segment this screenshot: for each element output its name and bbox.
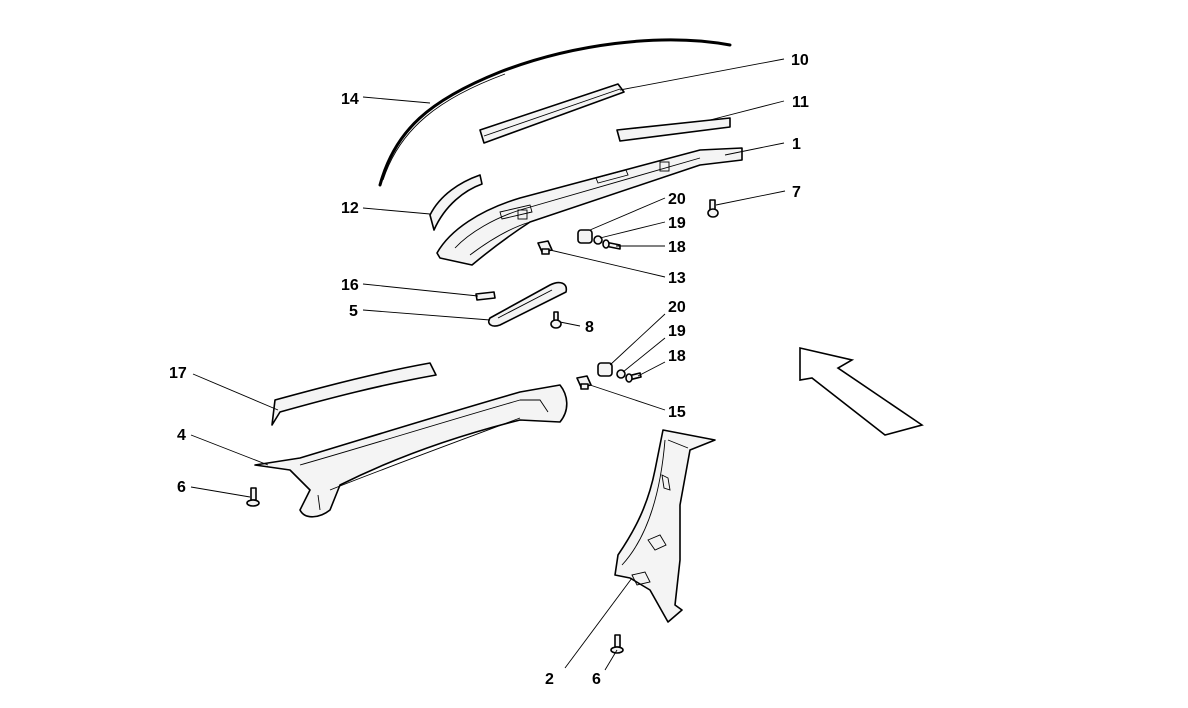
callout-1: 1 [792, 136, 801, 153]
callout-18-upper: 18 [668, 239, 686, 256]
callout-15: 15 [668, 404, 686, 421]
callout-19-lower: 19 [668, 323, 686, 340]
callout-2: 2 [545, 671, 554, 688]
callout-18-lower: 18 [668, 348, 686, 365]
callout-5: 5 [349, 303, 358, 320]
callout-7: 7 [792, 184, 801, 201]
part-20-upper-spacer[interactable] [577, 229, 593, 244]
callout-10: 10 [791, 52, 809, 69]
part-15-clip[interactable] [576, 375, 592, 390]
callout-19-upper: 19 [668, 215, 686, 232]
part-12-curved-strip[interactable] [429, 174, 483, 231]
part-11-small-strip[interactable] [616, 117, 731, 142]
callout-6-lower: 6 [592, 671, 601, 688]
part-1-header-panel[interactable] [436, 147, 743, 266]
part-13-clip[interactable] [537, 240, 553, 255]
part-18-lower-screw[interactable] [625, 372, 642, 383]
part-10-upper-strip[interactable] [479, 83, 625, 144]
callout-12: 12 [341, 200, 359, 217]
part-6-lower-screw[interactable] [610, 634, 624, 654]
callout-13: 13 [668, 270, 686, 287]
callout-14: 14 [341, 91, 359, 108]
callout-4: 4 [177, 427, 186, 444]
part-4-pillar-trim[interactable] [254, 384, 568, 518]
leader-lines [190, 58, 786, 671]
part-6-left-screw[interactable] [246, 487, 260, 507]
part-2-pillar-trim[interactable] [614, 429, 716, 623]
callout-20-upper: 20 [668, 191, 686, 208]
callout-17: 17 [169, 365, 187, 382]
callout-11: 11 [792, 94, 809, 111]
part-7-clip[interactable] [707, 199, 719, 218]
view-direction-arrow-icon [799, 346, 924, 436]
callout-6-left: 6 [177, 479, 186, 496]
part-17-strip[interactable] [271, 362, 437, 426]
callout-16: 16 [341, 277, 359, 294]
part-20-lower-spacer[interactable] [597, 362, 613, 377]
part-19-upper-washer[interactable] [593, 235, 603, 245]
part-5-panel[interactable] [487, 281, 568, 327]
callout-20-lower: 20 [668, 299, 686, 316]
part-16-clip[interactable] [475, 291, 496, 301]
part-18-upper-screw[interactable] [602, 239, 621, 250]
part-8-screw[interactable] [550, 311, 562, 329]
part-14-roof-trim[interactable] [378, 38, 732, 187]
callout-8: 8 [585, 319, 594, 336]
